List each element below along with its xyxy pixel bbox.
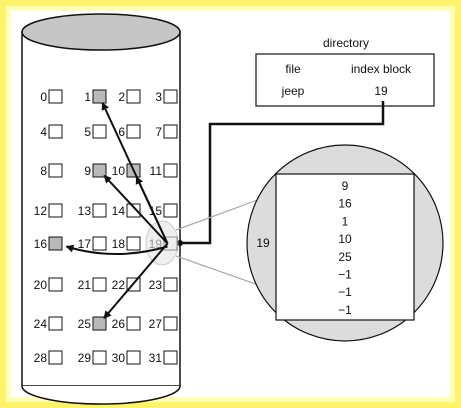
disk-block-29 <box>92 350 107 365</box>
disk-block-21 <box>92 277 107 292</box>
block-number-22: 22 <box>112 278 126 292</box>
block-number-12: 12 <box>34 204 48 218</box>
block-number-10: 10 <box>112 164 126 178</box>
disk-block-3 <box>163 89 178 104</box>
block-number-15: 15 <box>149 204 163 218</box>
index-entry-1: 9 <box>342 179 349 193</box>
disk-bottom-fill <box>23 375 179 385</box>
disk-block-20 <box>48 277 63 292</box>
disk-block-0 <box>48 89 63 104</box>
index-entry-5: 25 <box>338 250 352 264</box>
block-number-6: 6 <box>118 125 125 139</box>
disk-bottom-edge <box>21 385 181 405</box>
pointer-arrow-to-block-25 <box>103 242 169 319</box>
disk-block-7 <box>163 124 178 139</box>
block-number-7: 7 <box>155 125 162 139</box>
block-number-1: 1 <box>84 90 91 104</box>
disk-block-14 <box>126 203 141 218</box>
block-number-24: 24 <box>34 317 48 331</box>
disk-block-13 <box>92 203 107 218</box>
disk-block-9 <box>92 163 107 178</box>
block-number-30: 30 <box>112 351 126 365</box>
block-number-8: 8 <box>40 164 47 178</box>
disk-top-cap <box>21 13 181 51</box>
directory-col-file: file <box>285 62 301 76</box>
block-number-28: 28 <box>34 351 48 365</box>
disk-block-27 <box>163 316 178 331</box>
index-entry-4: 10 <box>338 232 352 246</box>
block-number-29: 29 <box>78 351 92 365</box>
block-number-26: 26 <box>112 317 126 331</box>
index-block-zoom: 19 9 16 1 10 25 −1 −1 −1 <box>246 144 444 342</box>
disk-block-25 <box>92 316 107 331</box>
disk-block-11 <box>163 163 178 178</box>
block-number-5: 5 <box>84 125 91 139</box>
disk-block-4 <box>48 124 63 139</box>
block-number-0: 0 <box>40 90 47 104</box>
directory-box <box>255 53 435 107</box>
block-number-25: 25 <box>78 317 92 331</box>
disk-block-23 <box>163 277 178 292</box>
disk-block-1 <box>92 89 107 104</box>
directory-to-block-connector <box>180 101 385 245</box>
disk-block-15 <box>163 203 178 218</box>
index-entry-8: −1 <box>338 303 352 317</box>
index-entry-6: −1 <box>338 268 352 282</box>
index-block-box <box>275 173 415 321</box>
directory-row-index-block: 19 <box>374 84 388 98</box>
index-block-label: 19 <box>256 236 270 250</box>
disk-block-6 <box>126 124 141 139</box>
disk-block-18 <box>126 236 141 251</box>
index-pointers <box>65 101 169 319</box>
index-entry-3: 1 <box>342 214 349 228</box>
directory-title: directory <box>323 36 369 50</box>
block-number-31: 31 <box>149 351 163 365</box>
block-number-11: 11 <box>150 164 163 178</box>
block-number-16: 16 <box>34 237 48 251</box>
index-entry-7: −1 <box>338 285 352 299</box>
disk-block-24 <box>48 316 63 331</box>
disk-block-26 <box>126 316 141 331</box>
disk-block-grid: 0123456789101112131415161718192021222324… <box>34 89 178 365</box>
directory-row-file: jeep <box>281 84 305 98</box>
block-number-17: 17 <box>78 237 92 251</box>
disk-block-5 <box>92 124 107 139</box>
block-number-21: 21 <box>78 278 92 292</box>
block-number-4: 4 <box>40 125 47 139</box>
block-number-2: 2 <box>118 90 125 104</box>
block-number-18: 18 <box>112 237 126 251</box>
connector-dot <box>177 240 183 246</box>
directory-col-index-block: index block <box>351 62 412 76</box>
disk-block-12 <box>48 203 63 218</box>
disk-block-2 <box>126 89 141 104</box>
pointer-arrow-to-block-16 <box>65 244 168 255</box>
disk-block-8 <box>48 163 63 178</box>
disk-block-30 <box>126 350 141 365</box>
directory-table: directory file index block jeep 19 <box>255 36 435 107</box>
block-number-14: 14 <box>112 204 126 218</box>
block-number-27: 27 <box>149 317 163 331</box>
index-block-entries: 9 16 1 10 25 −1 −1 −1 <box>338 179 352 317</box>
block-number-3: 3 <box>155 90 162 104</box>
disk-block-17 <box>92 236 107 251</box>
block-number-23: 23 <box>149 278 163 292</box>
disk-block-31 <box>163 350 178 365</box>
disk-block-28 <box>48 350 63 365</box>
block-number-13: 13 <box>78 204 92 218</box>
disk-block-16 <box>48 236 63 251</box>
pointer-arrow-to-block-10 <box>135 175 169 244</box>
block-number-9: 9 <box>84 164 91 178</box>
zoom-source-halo <box>145 220 179 266</box>
block-number-20: 20 <box>34 278 48 292</box>
index-entry-2: 16 <box>338 197 352 211</box>
pointer-arrow-to-block-9 <box>103 174 169 245</box>
